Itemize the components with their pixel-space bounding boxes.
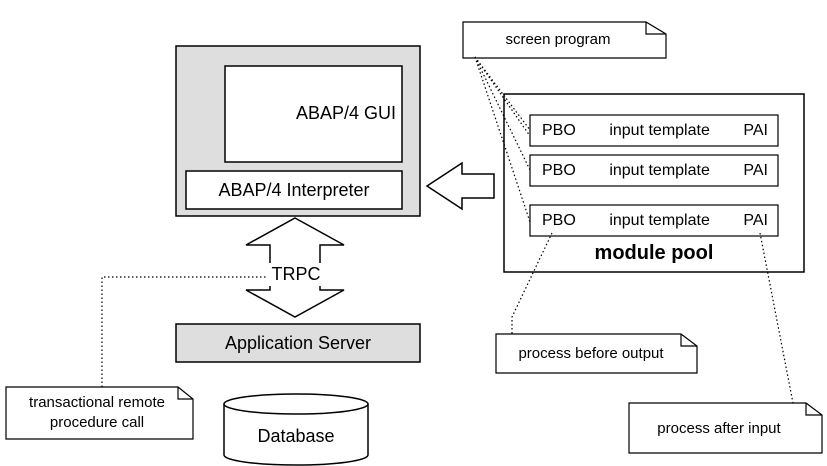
gui-box [224,65,403,163]
module-row-1: PBO input template PAI [530,115,778,146]
interpreter-label: ABAP/4 Interpreter [218,180,370,200]
pai-label: PAI [743,161,768,179]
pbo-label: PBO [542,121,576,139]
pbo-note [495,333,698,374]
pai-note [628,402,823,454]
trpc-label: TRPC [268,263,324,286]
pbo-connector [511,232,553,334]
trpc-connector [101,276,270,387]
interpreter-box [185,170,403,210]
pbo-label: PBO [542,211,576,229]
pai-note-text: process after input [657,420,781,437]
screen-program-note [462,21,667,59]
left-block-arrow [425,161,495,211]
trpc-note [5,386,194,440]
pbo-note-text: process before output [518,345,664,362]
trpc-note-text-line2: procedure call [49,414,145,431]
app-server-label: Application Server [224,333,372,353]
app-server-box [175,323,421,363]
screen-program-note-text: screen program [505,31,611,48]
screen-program-connectors [474,56,531,223]
database-cylinder [223,393,369,466]
module-row-2: PBO input template PAI [530,155,778,186]
gui-label: ABAP/4 GUI [295,103,396,123]
pai-label: PAI [743,211,768,229]
input-template-label: input template [609,211,710,229]
row-box-3 [529,204,779,237]
module-row-3: PBO input template PAI [530,205,778,236]
pai-connector [759,232,794,404]
row-box-1 [529,114,779,147]
pai-label: PAI [743,121,768,139]
pbo-label: PBO [542,161,576,179]
trpc-note-text-line1: transactional remote [29,394,165,411]
database-label: Database [257,426,335,446]
input-template-label: input template [609,121,710,139]
row-box-2 [529,154,779,187]
input-template-label: input template [609,161,710,179]
module-pool-title: module pool [594,242,714,264]
